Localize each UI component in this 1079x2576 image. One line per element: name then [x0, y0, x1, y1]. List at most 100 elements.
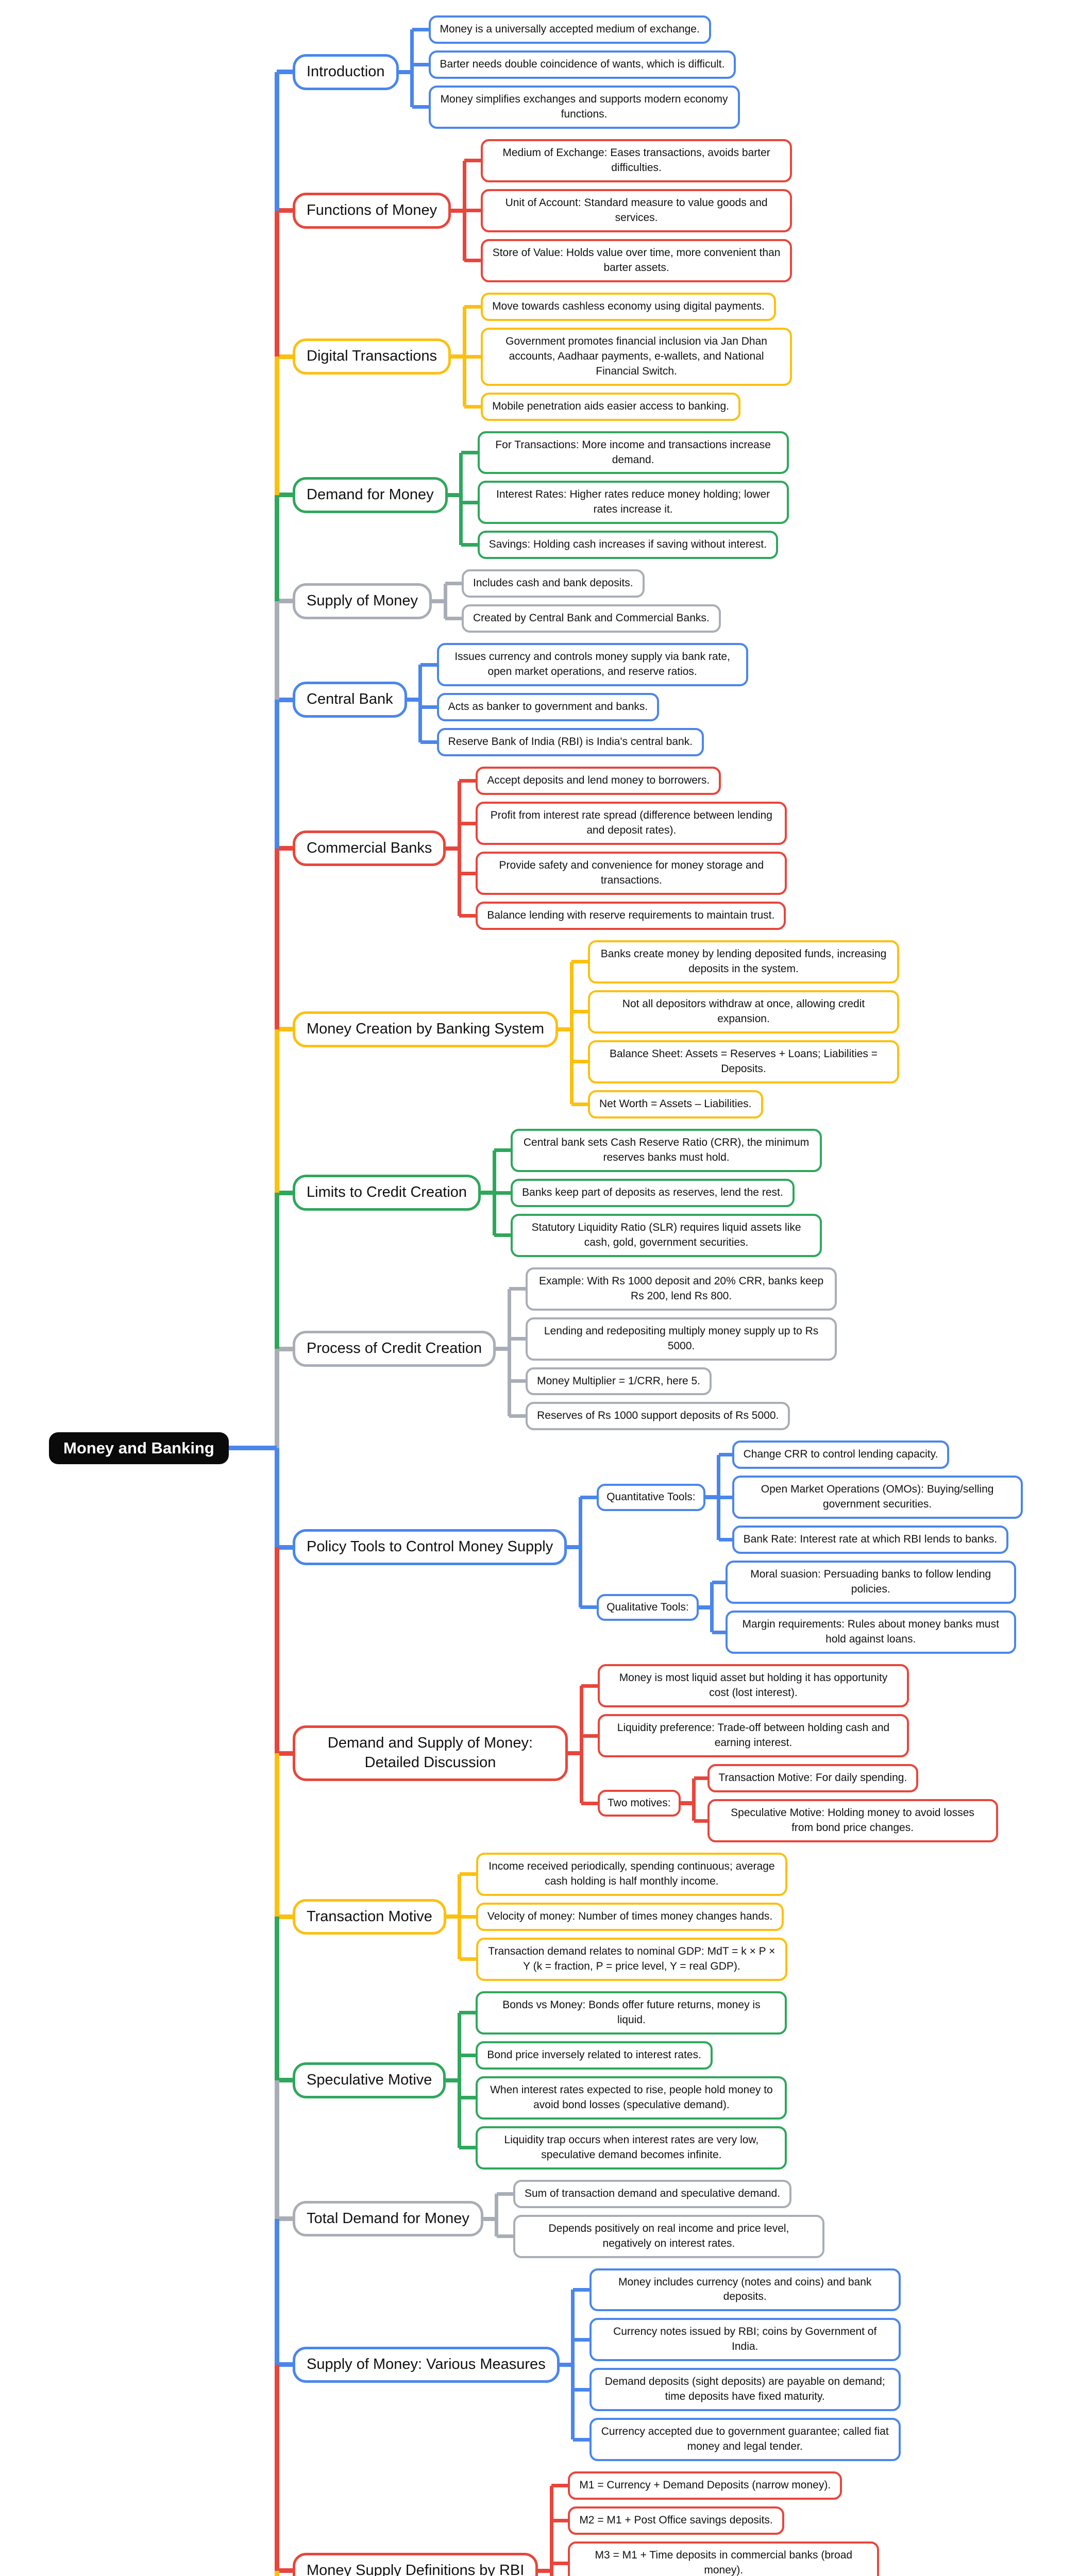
leaf-node[interactable]: Bonds vs Money: Bonds offer future retur… [476, 1991, 787, 2035]
root-node[interactable]: Money and Banking [49, 1432, 229, 1464]
leaf-node[interactable]: Money is most liquid asset but holding i… [598, 1664, 909, 1708]
connector-line [274, 2570, 279, 2576]
leaf-node[interactable]: Barter needs double coincidence of wants… [428, 50, 736, 79]
connector-line [564, 1545, 581, 1550]
leaf-node[interactable]: Mobile penetration aids easier access to… [481, 392, 741, 421]
leaf-node[interactable]: Money Multiplier = 1/CRR, here 5. [526, 1367, 712, 1396]
children-group: Move towards cashless economy using digi… [481, 292, 793, 421]
leaf-node[interactable]: Transaction demand relates to nominal GD… [476, 1937, 787, 1981]
children-group: For Transactions: More income and transa… [477, 431, 789, 560]
topic-pill-supply-of-money[interactable]: Supply of Money [293, 583, 432, 619]
sub-topic-pill-quantitative-tools[interactable]: Quantitative Tools: [597, 1484, 705, 1511]
leaf-node[interactable]: When interest rates expected to rise, pe… [476, 2076, 787, 2120]
branch-limits-to-credit-creation: Limits to Credit Creation Central bank se… [293, 1128, 822, 1257]
connector-line [274, 1349, 279, 1448]
leaf-node[interactable]: Reserves of Rs 1000 support deposits of … [526, 1402, 790, 1431]
leaf-node[interactable]: Created by Central Bank and Commercial B… [462, 604, 721, 633]
topic-pill-money-creation-by-banking-system[interactable]: Money Creation by Banking System [293, 1011, 558, 1047]
topic-pill-supply-of-money-various-measures[interactable]: Supply of Money: Various Measures [293, 2347, 560, 2383]
connector-line [420, 663, 440, 667]
leaf-node[interactable]: Statutory Liquidity Ratio (SLR) requires… [511, 1213, 822, 1257]
leaf-node[interactable]: Banks create money by lending deposited … [588, 940, 899, 984]
leaf-node[interactable]: M2 = M1 + Post Office savings deposits. [568, 2506, 784, 2535]
leaf-node[interactable]: Lending and redepositing multiply money … [526, 1317, 837, 1361]
connector-line [445, 617, 465, 621]
leaf-node[interactable]: Central bank sets Cash Reserve Ratio (CR… [511, 1128, 822, 1172]
leaf-node[interactable]: Liquidity trap occurs when interest rate… [476, 2126, 787, 2170]
leaf-node[interactable]: Profit from interest rate spread (differ… [476, 802, 787, 845]
leaf-node[interactable]: Moral suasion: Persuading banks to follo… [725, 1561, 1016, 1604]
leaf-node[interactable]: Open Market Operations (OMOs): Buying/se… [732, 1476, 1023, 1519]
topic-pill-introduction[interactable]: Introduction [293, 54, 399, 90]
leaf-node[interactable]: Includes cash and bank deposits. [462, 569, 645, 598]
leaf-node[interactable]: Interest Rates: Higher rates reduce mone… [477, 481, 789, 524]
topic-pill-digital-transactions[interactable]: Digital Transactions [293, 338, 451, 375]
leaf-node[interactable]: Move towards cashless economy using digi… [481, 292, 776, 321]
sub-topic-pill-two-motives[interactable]: Two motives: [598, 1789, 681, 1817]
connector-line [579, 1686, 583, 1804]
leaf-node[interactable]: Banks keep part of deposits as reserves,… [511, 1178, 795, 1207]
leaf-node[interactable]: Reserve Bank of India (RBI) is India's c… [436, 728, 704, 757]
topic-pill-process-of-credit-creation[interactable]: Process of Credit Creation [293, 1331, 496, 1367]
leaf-node[interactable]: Transaction Motive: For daily spending. [707, 1764, 919, 1793]
connector-line [448, 208, 465, 213]
leaf-node[interactable]: Provide safety and convenience for money… [476, 852, 787, 895]
leaf-node[interactable]: Issues currency and controls money suppl… [436, 643, 748, 687]
leaf-node[interactable]: Net Worth = Assets – Liabilities. [588, 1090, 763, 1118]
leaf-node[interactable]: Speculative Motive: Holding money to avo… [707, 1799, 998, 1842]
leaf-node[interactable]: M1 = Currency + Demand Deposits (narrow … [568, 2471, 842, 2500]
connector-line [459, 1914, 479, 1919]
topic-pill-transaction-motive[interactable]: Transaction Motive [293, 1899, 446, 1935]
topic-pill-limits-to-credit-creation[interactable]: Limits to Credit Creation [293, 1175, 481, 1211]
leaf-node[interactable]: Balance lending with reserve requirement… [476, 902, 786, 930]
leaf-node[interactable]: Medium of Exchange: Eases transactions, … [481, 139, 793, 182]
connector-line [274, 1917, 279, 2080]
leaf-node[interactable]: Not all depositors withdraw at once, all… [588, 990, 899, 1033]
topic-pill-demand-for-money[interactable]: Demand for Money [293, 477, 448, 513]
leaf-node[interactable]: Bank Rate: Interest rate at which RBI le… [732, 1526, 1009, 1554]
leaf-node[interactable]: Example: With Rs 1000 deposit and 20% CR… [526, 1267, 837, 1311]
leaf-node[interactable]: Savings: Holding cash increases if savin… [477, 531, 778, 560]
topic-pill-demand-and-supply-of-money-detailed-discussion[interactable]: Demand and Supply of Money: Detailed Dis… [293, 1725, 568, 1781]
connector-line [551, 2561, 571, 2565]
leaf-node[interactable]: Depends positively on real income and pr… [513, 2214, 824, 2258]
connector-line [464, 159, 484, 163]
leaf-node[interactable]: Acts as banker to government and banks. [436, 693, 660, 722]
leaf-node[interactable]: Unit of Account: Standard measure to val… [481, 189, 793, 232]
children-group: Medium of Exchange: Eases transactions, … [481, 139, 793, 282]
connector-line [694, 1776, 710, 1781]
leaf-node[interactable]: Store of Value: Holds value over time, m… [481, 239, 793, 282]
connector-line [580, 1495, 600, 1499]
topic-pill-commercial-banks[interactable]: Commercial Banks [293, 830, 446, 867]
topic-pill-central-bank[interactable]: Central Bank [293, 682, 407, 718]
leaf-node[interactable]: Money simplifies exchanges and supports … [428, 85, 740, 129]
leaf-node[interactable]: Sum of transaction demand and speculativ… [513, 2179, 792, 2208]
leaf-node[interactable]: Currency notes issued by RBI; coins by G… [589, 2318, 901, 2362]
connector-line [464, 304, 484, 309]
leaf-node[interactable]: Currency accepted due to government guar… [589, 2418, 901, 2462]
connector-line [459, 2096, 479, 2100]
connector-line [443, 2078, 460, 2082]
leaf-node[interactable]: Liquidity preference: Trade-off between … [598, 1714, 909, 1758]
leaf-node[interactable]: Bond price inversely related to interest… [476, 2041, 713, 2070]
leaf-node[interactable]: Income received periodically, spending c… [476, 1852, 787, 1896]
leaf-node[interactable]: Money includes currency (notes and coins… [589, 2268, 901, 2312]
leaf-node[interactable]: Margin requirements: Rules about money b… [725, 1611, 1016, 1654]
topic-pill-money-supply-definitions-by-rbi[interactable]: Money Supply Definitions by RBI [293, 2552, 538, 2576]
leaf-node[interactable]: M3 = M1 + Time deposits in commercial ba… [568, 2541, 880, 2576]
topic-pill-policy-tools-to-control-money-supply[interactable]: Policy Tools to Control Money Supply [293, 1529, 567, 1566]
leaf-node[interactable]: For Transactions: More income and transa… [477, 431, 789, 474]
connector-line [277, 1027, 295, 1032]
sub-topic-pill-qualitative-tools[interactable]: Qualitative Tools: [597, 1594, 699, 1621]
leaf-node[interactable]: Velocity of money: Number of times money… [476, 1902, 784, 1931]
leaf-node[interactable]: Accept deposits and lend money to borrow… [476, 767, 721, 795]
leaf-node[interactable]: Money is a universally accepted medium o… [428, 15, 711, 44]
leaf-node[interactable]: Balance Sheet: Assets = Reserves + Loans… [588, 1040, 899, 1083]
leaf-node[interactable]: Change CRR to control lending capacity. [732, 1440, 950, 1469]
topic-pill-functions-of-money[interactable]: Functions of Money [293, 192, 451, 229]
leaf-node[interactable]: Demand deposits (sight deposits) are pay… [589, 2368, 901, 2412]
branch-money-creation-by-banking-system: Money Creation by Banking System Banks cr… [293, 940, 899, 1118]
topic-pill-speculative-motive[interactable]: Speculative Motive [293, 2062, 446, 2098]
leaf-node[interactable]: Government promotes financial inclusion … [481, 327, 793, 386]
topic-pill-total-demand-for-money[interactable]: Total Demand for Money [293, 2200, 483, 2237]
